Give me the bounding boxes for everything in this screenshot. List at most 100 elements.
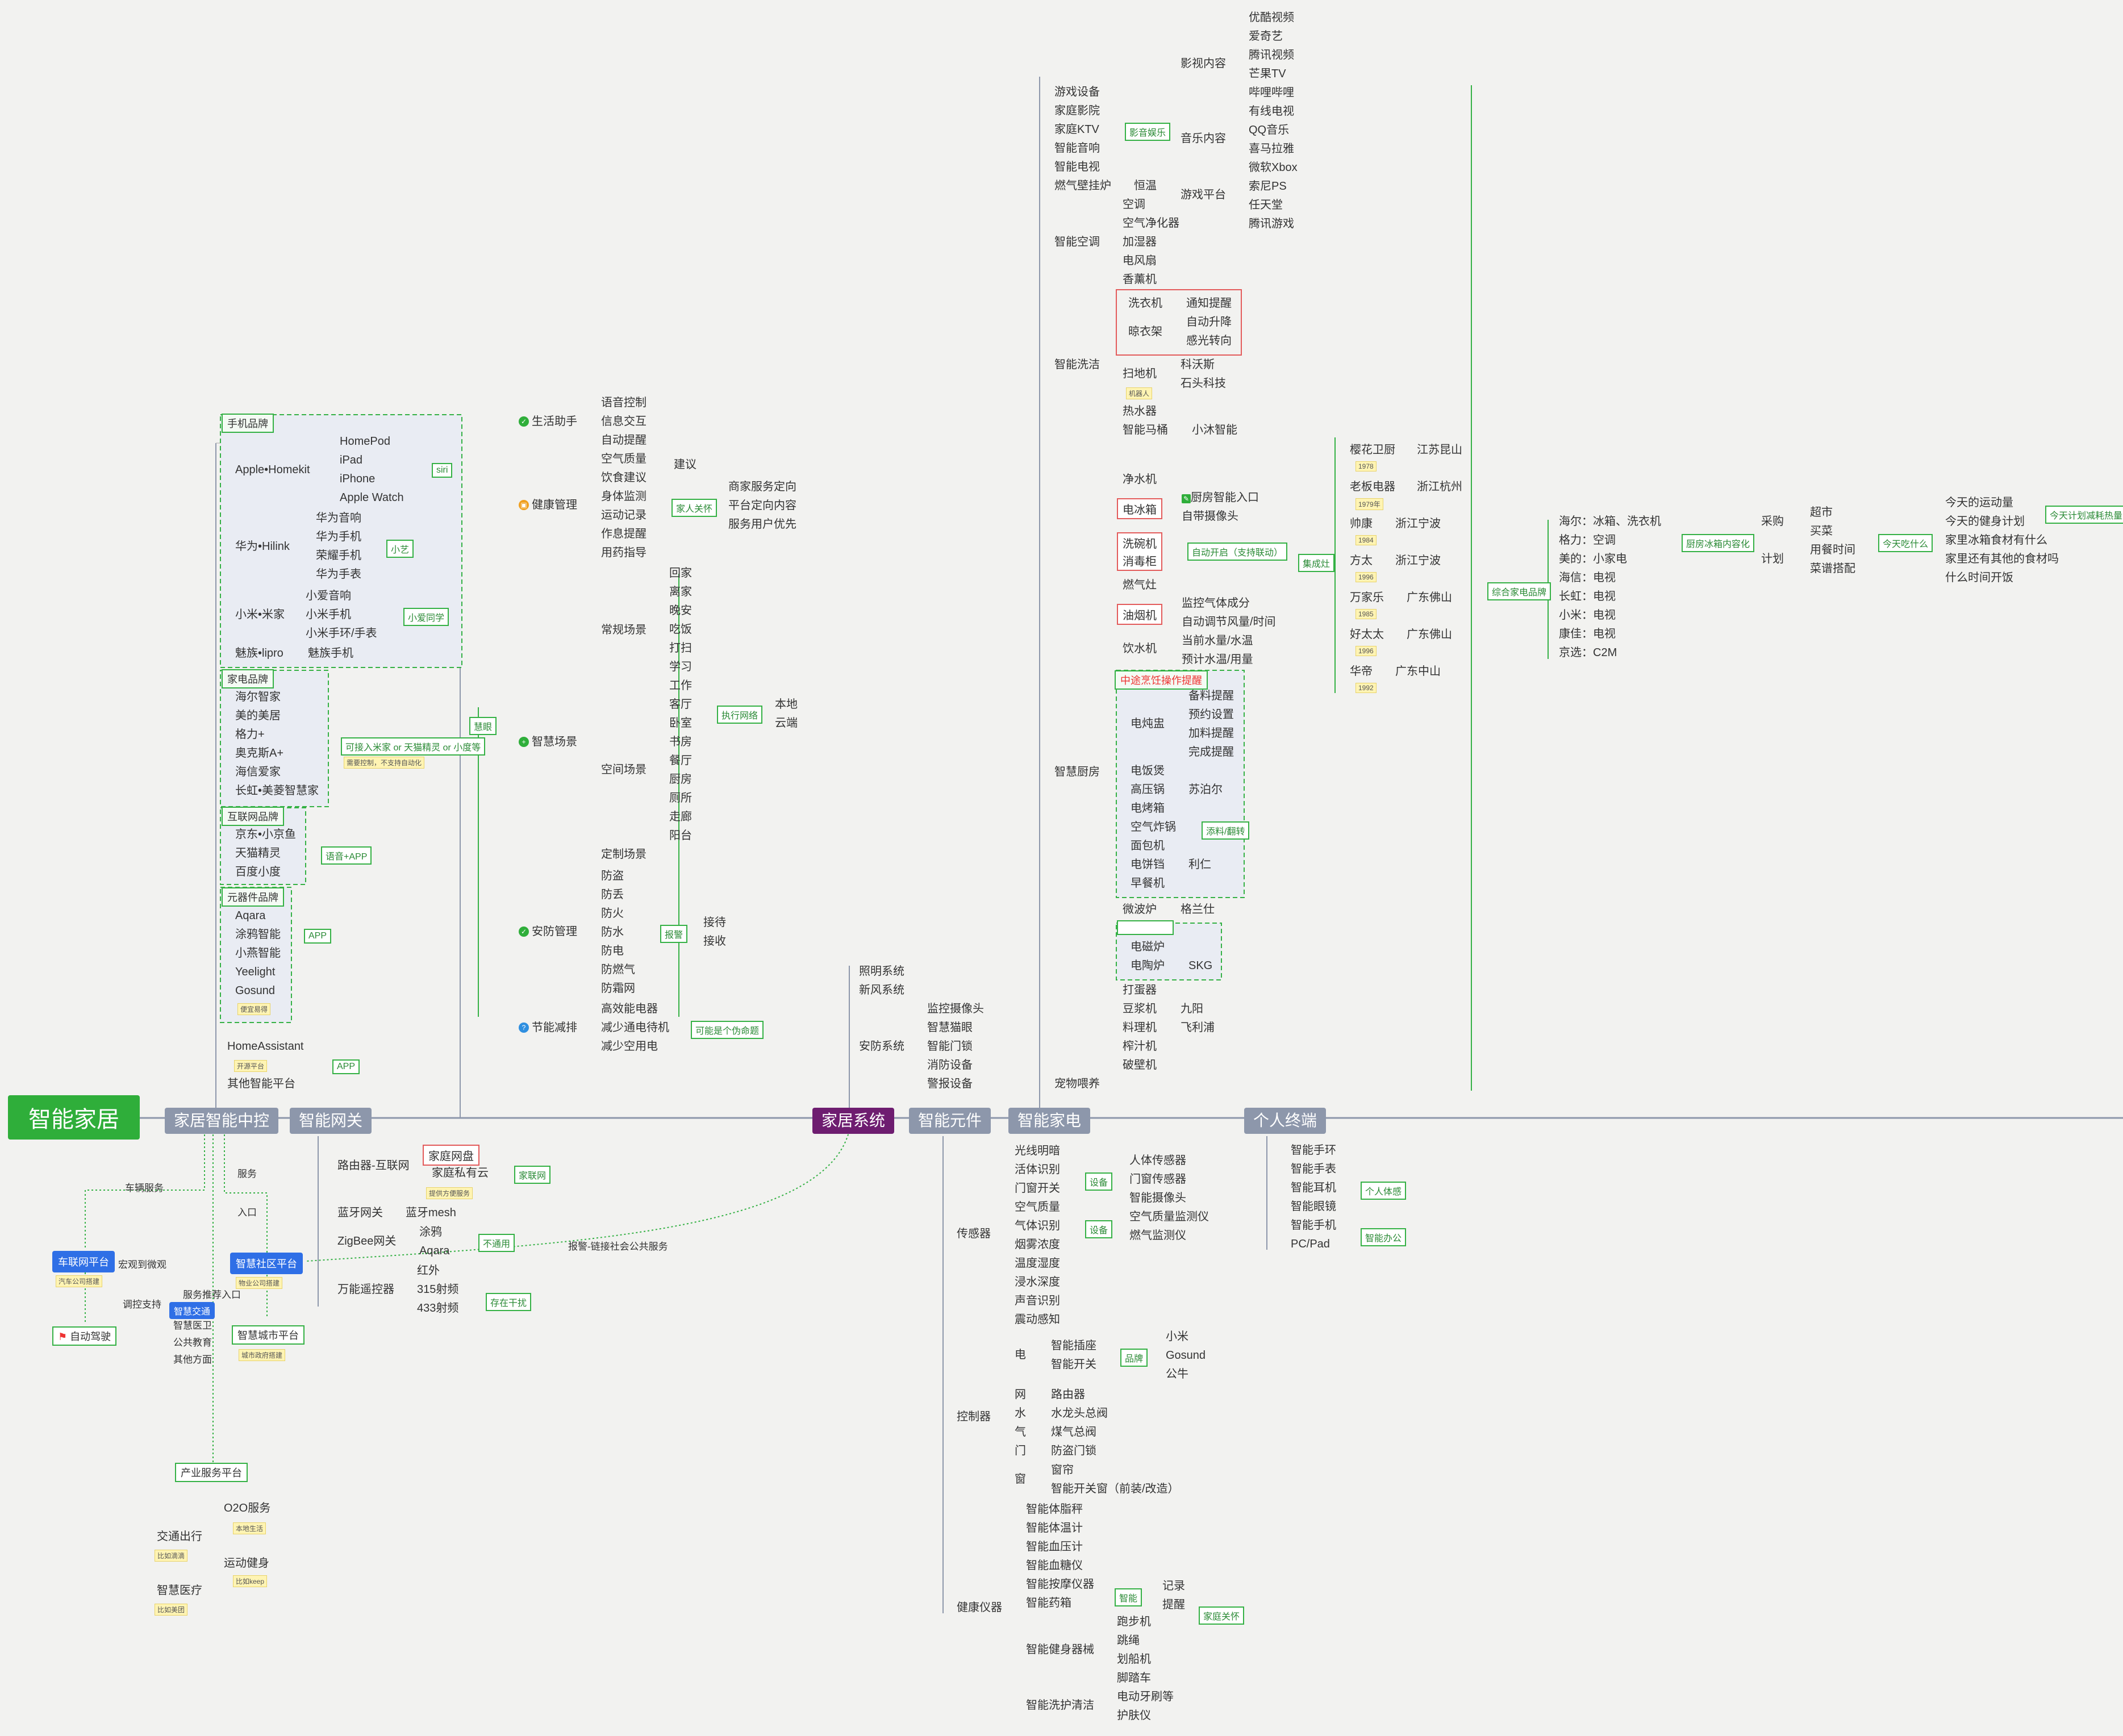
tag-xiaoai[interactable]: 小爱同学 (403, 608, 449, 626)
cooker-brand-2[interactable]: 利仁 (1188, 858, 1211, 871)
tag-eat-what[interactable]: 今天吃什么 (1878, 534, 1933, 552)
node-ir-remote[interactable]: 万能遥控器 (337, 1283, 394, 1296)
scene-clean[interactable]: 打扫 (669, 642, 692, 654)
ind-o2o[interactable]: O2O服务 (224, 1502, 271, 1514)
ctrl-gas-val[interactable]: 煤气总阀 (1051, 1426, 1096, 1438)
fridge-1[interactable]: ✎厨房智能入口 (1182, 491, 1259, 504)
scene-work[interactable]: 工作 (669, 679, 692, 692)
sensor-3[interactable]: 门窗开关 (1015, 1182, 1060, 1195)
space-bedroom[interactable]: 卧室 (669, 717, 692, 729)
dev-a-3[interactable]: 智能摄像头 (1129, 1192, 1186, 1204)
node-buy[interactable]: 采购 (1761, 515, 1784, 528)
general-8[interactable]: 京选：C2M (1559, 646, 1617, 659)
traffic-2[interactable]: 公共教育 (173, 1337, 212, 1348)
eat-4[interactable]: 家里还有其他的食材吗 (1945, 553, 2059, 565)
node-apple-watch[interactable]: Apple Watch (340, 491, 404, 504)
node-sweeper[interactable]: 扫地机 (1123, 368, 1157, 380)
sensor-7[interactable]: 温度湿度 (1015, 1257, 1060, 1270)
node-sport-record[interactable]: 运动记录 (601, 509, 647, 521)
induction-brand[interactable]: SKG (1188, 959, 1213, 972)
health-4[interactable]: 智能血糖仪 (1026, 1559, 1083, 1572)
cooker-7[interactable]: 早餐机 (1131, 877, 1165, 890)
node-baidu[interactable]: 百度小度 (235, 866, 281, 878)
node-aqara[interactable]: Aqara (235, 909, 266, 922)
water-1[interactable]: 当前水量/水温 (1182, 635, 1253, 647)
tag-voice-app[interactable]: 语音+APP (321, 846, 372, 865)
node-stew-pot[interactable]: 电炖盅 (1131, 717, 1165, 730)
node-haier[interactable]: 海尔智家 (235, 691, 281, 703)
washer-1[interactable]: 通知提醒 (1186, 297, 1232, 310)
plan-2[interactable]: 菜谱搭配 (1810, 562, 1855, 575)
sensor-4[interactable]: 空气质量 (1015, 1201, 1060, 1213)
washer-3[interactable]: 感光转向 (1186, 335, 1232, 347)
sweeper-2[interactable]: 石头科技 (1181, 377, 1226, 390)
music-1[interactable]: QQ音乐 (1249, 124, 1290, 136)
dev-a-1[interactable]: 人体传感器 (1129, 1154, 1186, 1167)
music-2[interactable]: 喜马拉雅 (1249, 143, 1294, 155)
integ-2[interactable]: 老板电器 (1350, 481, 1395, 493)
node-gosund[interactable]: Gosund (235, 984, 276, 997)
empty-tag[interactable] (1117, 920, 1174, 935)
integ-3-city[interactable]: 浙江宁波 (1395, 518, 1441, 530)
more-1[interactable]: 打蛋器 (1123, 984, 1157, 996)
more-brand-1[interactable]: 九阳 (1181, 1003, 1203, 1015)
brand-1[interactable]: 小米 (1166, 1330, 1188, 1343)
game-1[interactable]: 微软Xbox (1249, 161, 1298, 174)
tag-entertainment[interactable]: 影音娱乐 (1125, 123, 1171, 141)
node-ipad[interactable]: iPad (340, 454, 363, 466)
node-diet[interactable]: 饮食建议 (601, 471, 647, 484)
sensor-1[interactable]: 光线明暗 (1015, 1145, 1060, 1157)
eat-1[interactable]: 今天的运动量 (1945, 496, 2013, 509)
node-xiaomi-3[interactable]: 小米手环/手表 (306, 627, 377, 640)
tag-zigbee[interactable]: 不通用 (478, 1234, 515, 1252)
tag-energy[interactable]: 可能是个伪命题 (691, 1021, 764, 1039)
tag-cook-remind[interactable]: 中途烹饪操作提醒 (1115, 670, 1208, 690)
general-3[interactable]: 美的：小家电 (1559, 553, 1627, 565)
scene-eat[interactable]: 吃饭 (669, 623, 692, 636)
traffic-1[interactable]: 智慧医卫 (173, 1320, 212, 1331)
node-fresh-air[interactable]: 新风系统 (859, 984, 904, 996)
smart-1[interactable]: 记录 (1162, 1580, 1185, 1592)
energy-1[interactable]: 高效能电器 (601, 1003, 658, 1015)
washer-2[interactable]: 自动升降 (1186, 316, 1232, 328)
dev-b-1[interactable]: 空气质量监测仪 (1129, 1211, 1209, 1223)
space-toilet[interactable]: 厕所 (669, 792, 692, 804)
ent-6[interactable]: 燃气壁挂炉 (1054, 180, 1111, 192)
node-hisense[interactable]: 海信爱家 (235, 766, 281, 778)
node-security-sys[interactable]: 安防系统 (859, 1040, 904, 1053)
node-health-mgmt[interactable]: 健康管理 (532, 499, 577, 511)
term-4[interactable]: 智能眼镜 (1291, 1200, 1336, 1213)
induction-2[interactable]: 电陶炉 (1131, 959, 1165, 972)
ind-traffic[interactable]: 交通出行 (157, 1530, 202, 1543)
node-life-assistant[interactable]: 生活助手 (532, 415, 577, 428)
node-sensor[interactable]: 传感器 (957, 1228, 991, 1240)
elec-2[interactable]: 智能开关 (1051, 1358, 1096, 1371)
node-smart-traffic[interactable]: 智慧交通 (169, 1302, 215, 1319)
node-dishwasher[interactable]: 洗碗机 (1117, 532, 1162, 552)
sec-right-2[interactable]: 智慧猫眼 (927, 1021, 973, 1034)
node-smart-city[interactable]: 智慧城市平台 (232, 1325, 305, 1345)
node-community[interactable]: 智慧社区平台 (230, 1253, 303, 1274)
node-stove[interactable]: 燃气灶 (1123, 579, 1157, 591)
eat-2[interactable]: 今天的健身计划 (1945, 515, 2025, 528)
tag-device-b[interactable]: 设备 (1085, 1220, 1113, 1238)
node-auto-remind[interactable]: 自动提醒 (601, 434, 647, 446)
exec-local[interactable]: 本地 (775, 698, 798, 711)
node-xiaomi-1[interactable]: 小爱音响 (306, 590, 351, 602)
microwave-brand[interactable]: 格兰仕 (1181, 903, 1215, 916)
node-homepod[interactable]: HomePod (340, 435, 390, 448)
term-2[interactable]: 智能手表 (1291, 1163, 1336, 1175)
ir-2[interactable]: 315射频 (417, 1283, 459, 1296)
node-care-2[interactable]: 平台定向内容 (728, 499, 796, 512)
air-5[interactable]: 香薰机 (1123, 273, 1157, 286)
cooker-3[interactable]: 电烤箱 (1131, 802, 1165, 815)
fitness-2[interactable]: 跳绳 (1117, 1634, 1140, 1647)
clean-toilet[interactable]: 智能马桶 (1123, 424, 1168, 436)
node-huawei-2[interactable]: 华为手机 (316, 531, 361, 543)
ctrl-window[interactable]: 窗 (1015, 1473, 1026, 1485)
ent-5[interactable]: 智能电视 (1054, 161, 1100, 173)
node-smart-kitchen[interactable]: 智慧厨房 (1054, 766, 1100, 778)
node-scene-custom[interactable]: 定制场景 (601, 848, 647, 861)
window-1[interactable]: 窗帘 (1051, 1464, 1074, 1476)
integ-1[interactable]: 樱花卫厨 (1350, 444, 1395, 456)
